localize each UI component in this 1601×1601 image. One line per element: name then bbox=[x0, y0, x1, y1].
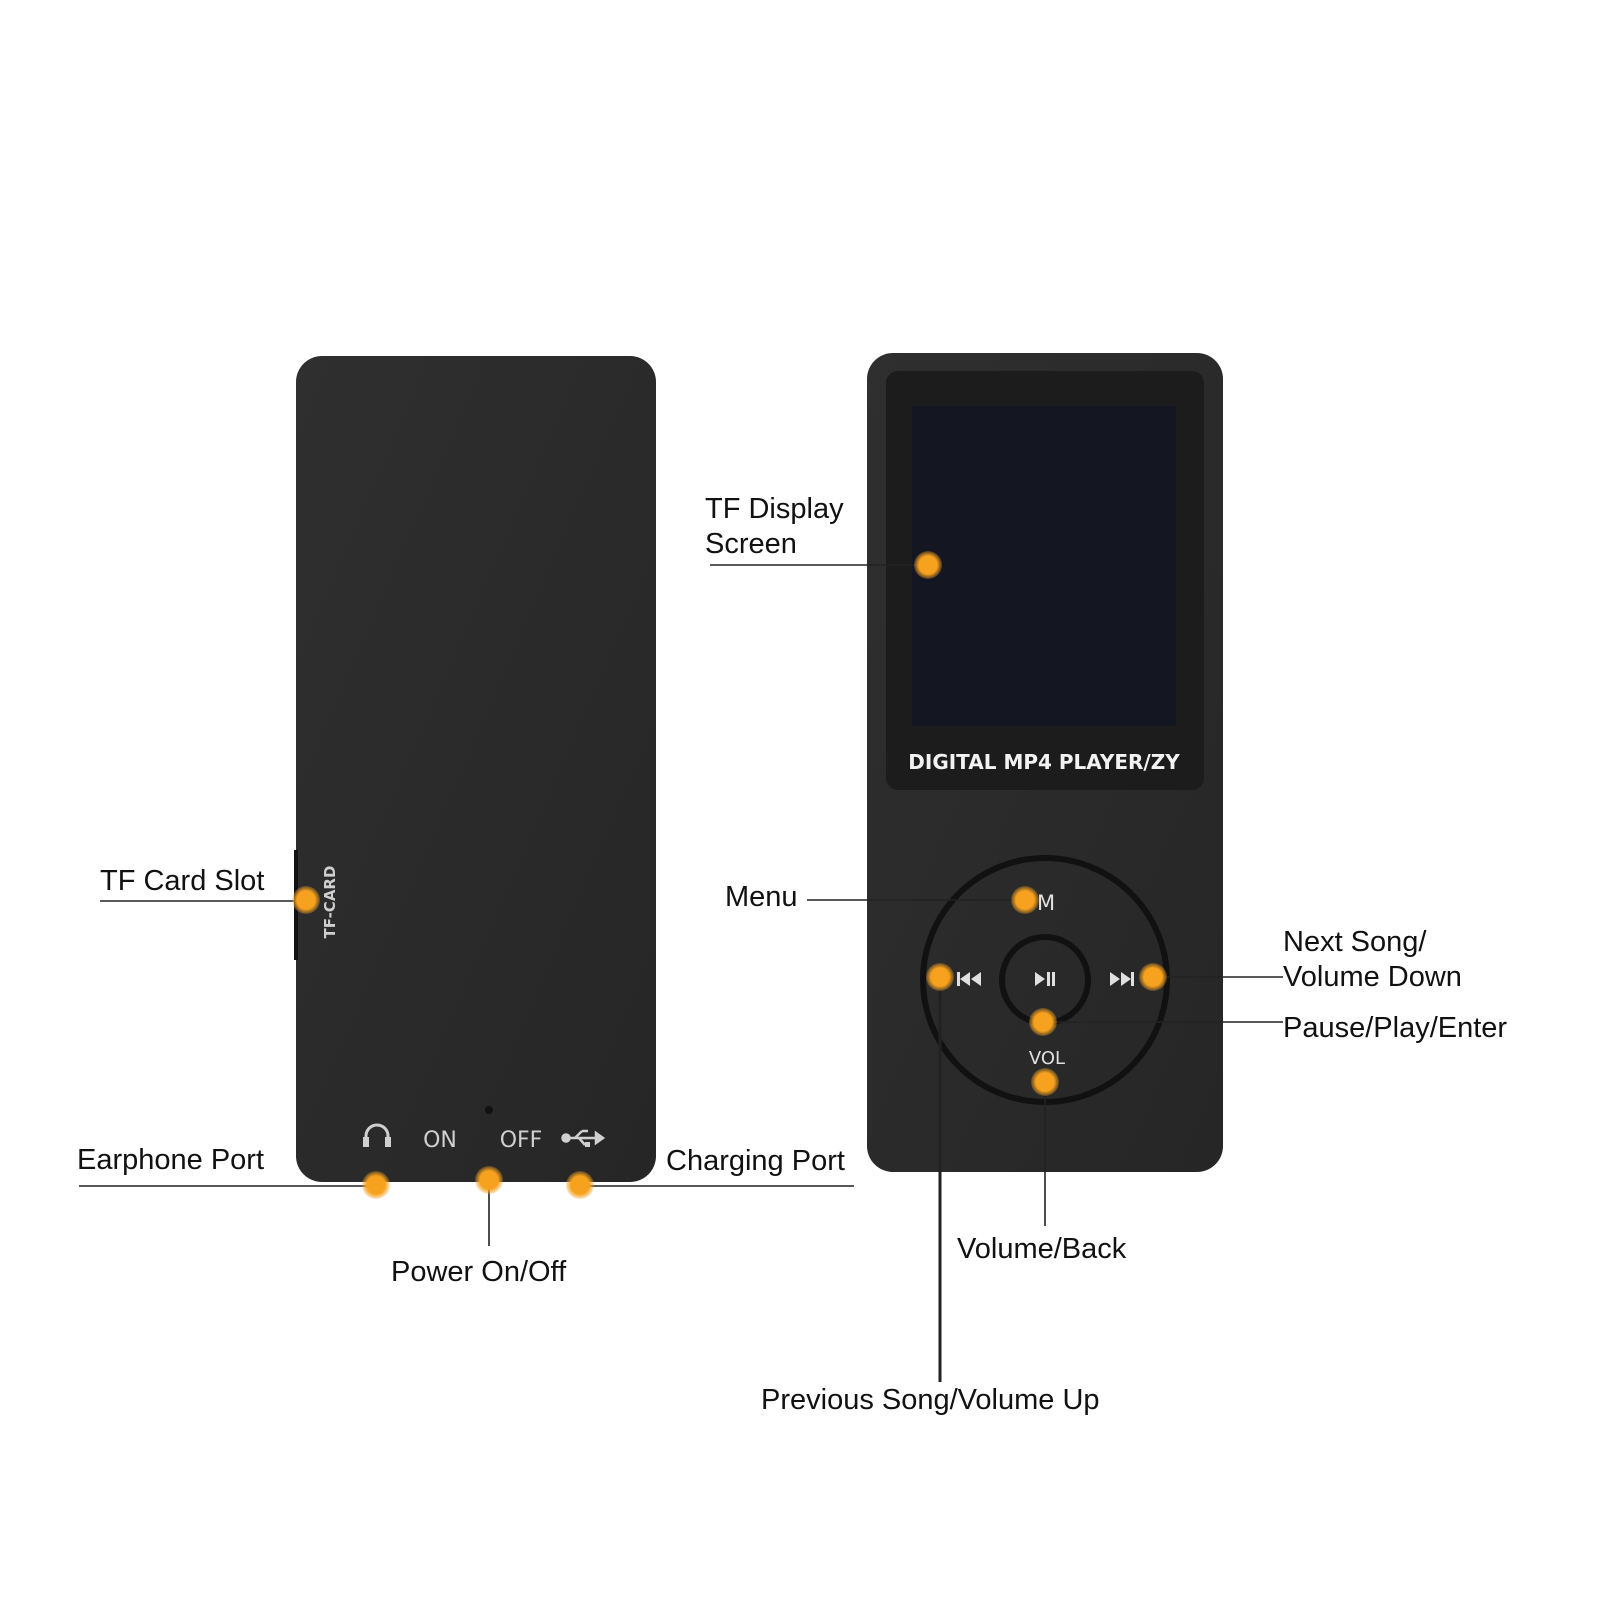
marker-display-screen bbox=[914, 551, 942, 579]
brand-text: DIGITAL MP4 PLAYER/ZY bbox=[908, 750, 1180, 774]
label-pause-play-enter: Pause/Play/Enter bbox=[1283, 1012, 1508, 1044]
label-tf-card-slot: TF Card Slot bbox=[100, 865, 265, 897]
vol-text: VOL bbox=[1029, 1048, 1065, 1069]
device-front-view: DIGITAL MP4 PLAYER/ZY M VOL bbox=[867, 353, 1223, 1172]
headphones-icon bbox=[363, 1123, 391, 1147]
marker-earphone-port bbox=[362, 1171, 390, 1199]
device-back-view: TF-CARD ON OFF bbox=[294, 356, 656, 1182]
tf-card-text: TF-CARD bbox=[321, 866, 339, 939]
label-previous-song: Previous Song/Volume Up bbox=[761, 1384, 1100, 1416]
callout-markers bbox=[292, 551, 1167, 1199]
label-next-song-line1: Next Song/ bbox=[1283, 926, 1427, 958]
label-tf-display-line2: Screen bbox=[705, 528, 797, 560]
label-charging-port: Charging Port bbox=[666, 1145, 845, 1177]
marker-previous-song bbox=[926, 963, 954, 991]
display-screen bbox=[912, 406, 1176, 726]
marker-menu bbox=[1011, 886, 1039, 914]
usb-icon bbox=[561, 1129, 606, 1147]
marker-power-switch bbox=[475, 1166, 503, 1194]
label-menu: Menu bbox=[725, 881, 798, 913]
play-pause-icon bbox=[1035, 972, 1055, 986]
leader-lines bbox=[79, 564, 1283, 1382]
menu-button-text: M bbox=[1037, 891, 1055, 915]
off-label: OFF bbox=[500, 1128, 543, 1153]
next-track-icon bbox=[1110, 972, 1134, 986]
on-label: ON bbox=[423, 1128, 457, 1153]
label-volume-back: Volume/Back bbox=[957, 1233, 1127, 1265]
marker-volume-back bbox=[1031, 1068, 1059, 1096]
label-tf-display-line1: TF Display bbox=[705, 493, 844, 525]
previous-track-icon bbox=[957, 972, 981, 986]
marker-next-song bbox=[1139, 963, 1167, 991]
marker-charging-port bbox=[566, 1171, 594, 1199]
label-next-song-line2: Volume Down bbox=[1283, 961, 1462, 993]
label-earphone-port: Earphone Port bbox=[77, 1144, 265, 1176]
marker-pause-play bbox=[1029, 1008, 1057, 1036]
indicator-led bbox=[485, 1106, 493, 1114]
label-power-on-off: Power On/Off bbox=[391, 1256, 567, 1288]
marker-tf-card-slot bbox=[292, 886, 320, 914]
